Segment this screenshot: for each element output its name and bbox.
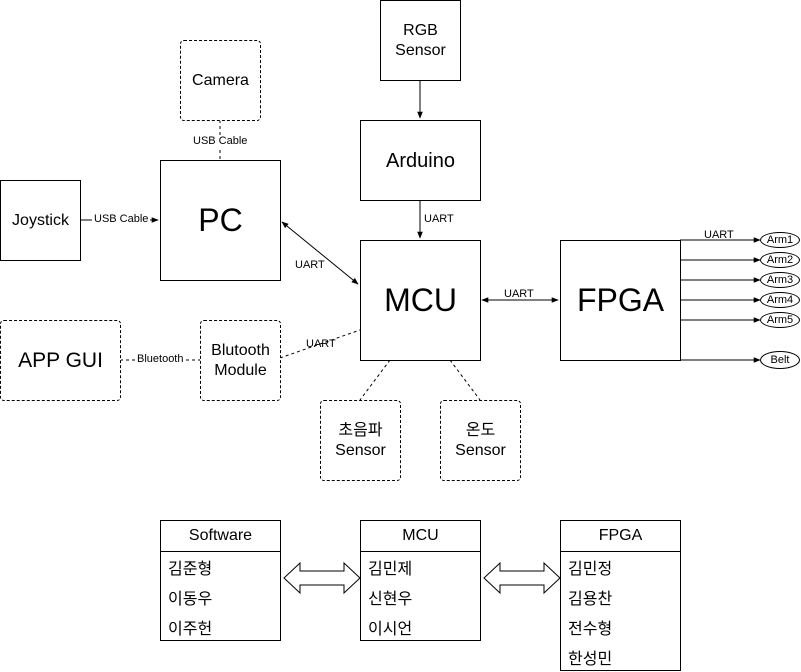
team-title: MCU [361,521,480,552]
team-member: 한성민 [568,651,613,668]
edge-label-bluetooth-mcu: UART [306,338,336,350]
camera-node: Camera [180,40,261,121]
output-arm5: Arm5 [760,312,800,328]
team-member: 전수형 [568,621,613,638]
joystick-node: Joystick [0,180,81,261]
output-arm1: Arm1 [760,232,800,248]
arduino-node: Arduino [360,120,481,201]
edge-pc-mcu [281,221,359,285]
edge-bluetooth-mcu [279,329,361,359]
team-arrow-mcu-fpga [483,561,561,595]
bluetooth-module-node: Blutooth Module [200,320,281,401]
team-table-mcu: MCU 김민제 신현우 이시언 [360,520,481,641]
pc-node: PC [160,160,281,281]
output-belt: Belt [760,351,800,369]
team-member: 김준형 [168,561,213,578]
edge-label-camera-pc: USB Cable [191,135,250,148]
team-member: 이시언 [368,621,413,638]
edge-label-fpga-arms: UART [704,229,734,241]
edge-mcu-temp [449,359,481,401]
ultrasonic-sensor-node: 초음파 Sensor [320,400,401,481]
edge-label-arduino-mcu: UART [422,213,456,226]
team-table-fpga: FPGA 김민정 김용찬 전수형 한성민 [560,520,681,671]
output-arm3: Arm3 [760,272,800,288]
edge-label-mcu-fpga: UART [504,288,534,300]
team-title: Software [161,521,280,552]
team-arrow-software-mcu [283,561,361,595]
team-member: 김민제 [368,561,413,578]
team-table-software: Software 김준형 이동우 이주헌 [160,520,281,641]
fpga-node: FPGA [560,240,681,361]
output-arm2: Arm2 [760,252,800,268]
rgb-sensor-node: RGB Sensor [380,0,461,81]
team-member: 김용찬 [568,591,613,608]
team-title: FPGA [561,521,680,552]
mcu-node: MCU [360,240,481,361]
output-arm4: Arm4 [760,292,800,308]
team-member: 이동우 [168,591,213,608]
app-gui-node: APP GUI [0,320,121,401]
edge-mcu-ultrasonic [359,359,391,401]
team-member: 신현우 [368,591,413,608]
temperature-sensor-node: 온도 Sensor [440,400,521,481]
team-member: 이주헌 [168,621,213,638]
edge-label-gui-bluetooth: Bluetooth [135,353,186,366]
team-member: 김민정 [568,561,613,578]
edge-label-pc-mcu: UART [295,259,325,271]
edge-label-joystick-pc: USB Cable [92,213,151,226]
